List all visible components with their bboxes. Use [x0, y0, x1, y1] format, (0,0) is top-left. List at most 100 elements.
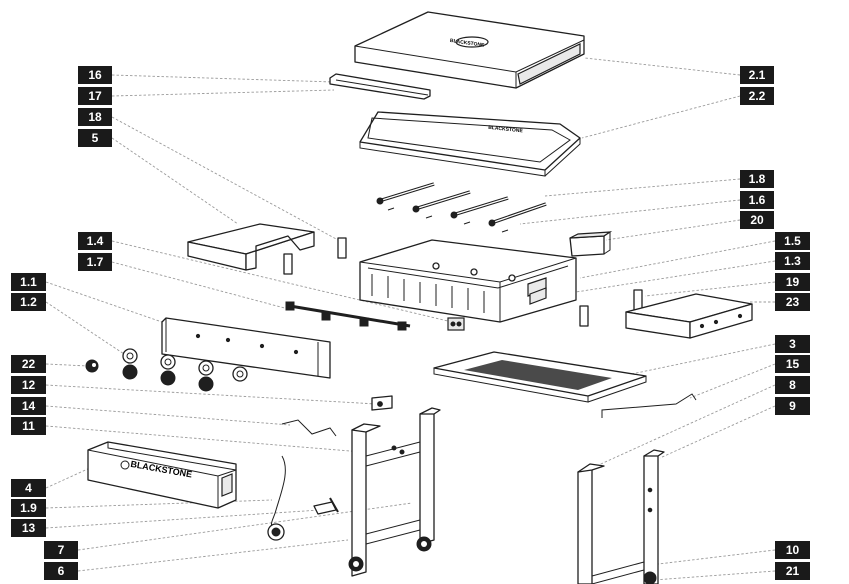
- callout-7: 7: [44, 541, 78, 559]
- callout-tags: 16 17 18 5 1.4 1.7 1.1 1.2 22 12 14 11 4…: [11, 66, 810, 580]
- svg-text:5: 5: [92, 131, 99, 145]
- svg-text:1.2: 1.2: [20, 295, 37, 309]
- leader-1-2: [45, 301, 125, 355]
- svg-text:21: 21: [786, 564, 800, 578]
- leader-2-2: [581, 95, 741, 139]
- svg-text:14: 14: [22, 399, 36, 413]
- leader-16: [111, 74, 335, 83]
- hose-holder: [281, 419, 337, 437]
- callout-1-4: 1.4: [78, 232, 112, 250]
- leader-1-1: [45, 281, 163, 323]
- leader-19: [644, 281, 776, 297]
- callout-10: 10: [775, 541, 810, 559]
- callout-1-8: 1.8: [740, 170, 774, 188]
- svg-text:4: 4: [25, 481, 32, 495]
- callout-17: 17: [78, 87, 112, 105]
- leader-21: [653, 570, 776, 581]
- callout-1-6: 1.6: [740, 191, 774, 209]
- bottom-shelf: BLACKSTONE: [87, 441, 237, 509]
- callout-16: 16: [78, 66, 112, 84]
- regulator-bracket: [371, 395, 393, 411]
- gas-hose-regulator: [267, 455, 339, 541]
- svg-text:18: 18: [88, 110, 102, 124]
- svg-text:7: 7: [58, 543, 65, 557]
- callout-1-2: 1.2: [11, 293, 46, 311]
- svg-text:2.1: 2.1: [749, 68, 766, 82]
- callout-2-2: 2.2: [740, 87, 774, 105]
- callout-4: 4: [11, 479, 46, 497]
- callout-19: 19: [775, 273, 810, 291]
- firebox: [359, 239, 577, 323]
- bottom-tray: [433, 351, 647, 403]
- svg-text:3: 3: [789, 337, 796, 351]
- svg-text:12: 12: [22, 378, 36, 392]
- callout-18: 18: [78, 108, 112, 126]
- svg-text:11: 11: [22, 419, 35, 433]
- leader-13: [45, 509, 321, 529]
- leader-14: [45, 405, 291, 426]
- svg-text:1.8: 1.8: [749, 172, 766, 186]
- callout-14: 14: [11, 397, 46, 415]
- right-leg-frame: [577, 449, 665, 584]
- svg-text:13: 13: [22, 521, 36, 535]
- svg-text:20: 20: [750, 213, 764, 227]
- leader-8: [591, 384, 776, 469]
- callout-9: 9: [775, 397, 810, 415]
- callout-21: 21: [775, 562, 810, 580]
- svg-text:10: 10: [786, 543, 800, 557]
- leader-3: [621, 343, 776, 377]
- leader-2-1: [584, 57, 741, 76]
- svg-text:22: 22: [22, 357, 36, 371]
- leader-1-6: [519, 199, 741, 225]
- callout-1-9: 1.9: [11, 499, 46, 517]
- ignitor: [447, 317, 465, 331]
- callout-1-7: 1.7: [78, 253, 112, 271]
- svg-text:17: 17: [88, 89, 102, 103]
- burner-tubes: [376, 182, 547, 233]
- svg-text:19: 19: [786, 275, 800, 289]
- callout-13: 13: [11, 519, 46, 537]
- leader-11: [45, 425, 363, 453]
- callout-20: 20: [740, 211, 774, 229]
- left-side-shelf: [187, 223, 315, 271]
- leader-1-9: [45, 499, 273, 509]
- svg-text:23: 23: [786, 295, 800, 309]
- callout-8: 8: [775, 376, 810, 394]
- gas-manifold: [285, 301, 411, 331]
- leader-22: [45, 363, 89, 367]
- callout-22: 22: [11, 355, 46, 373]
- svg-text:1.1: 1.1: [20, 275, 37, 289]
- wire-rod: [601, 393, 697, 418]
- callout-5: 5: [78, 129, 112, 147]
- callout-23: 23: [775, 293, 810, 311]
- leader-20: [605, 219, 741, 241]
- callout-15: 15: [775, 355, 810, 373]
- svg-text:1.6: 1.6: [749, 193, 766, 207]
- svg-text:2.2: 2.2: [749, 89, 766, 103]
- svg-text:15: 15: [786, 357, 800, 371]
- callout-2-1: 2.1: [740, 66, 774, 84]
- left-leg-frame: [348, 407, 441, 577]
- leader-18: [111, 116, 339, 241]
- callout-6: 6: [44, 562, 78, 580]
- svg-text:6: 6: [58, 564, 65, 578]
- callout-3: 3: [775, 335, 810, 353]
- leader-17: [111, 89, 335, 97]
- leader-6: [77, 539, 349, 572]
- leader-1-8: [544, 178, 741, 197]
- leader-10: [649, 549, 776, 566]
- svg-text:16: 16: [88, 68, 102, 82]
- callout-1-1: 1.1: [11, 273, 46, 291]
- svg-text:1.4: 1.4: [87, 234, 104, 248]
- leader-4: [45, 466, 93, 489]
- control-panel: [161, 317, 331, 379]
- leader-5: [111, 137, 239, 225]
- leader-1-5: [579, 240, 776, 279]
- callout-12: 12: [11, 376, 46, 394]
- svg-text:1.5: 1.5: [784, 234, 801, 248]
- leader-1-3: [575, 260, 776, 293]
- svg-text:1.7: 1.7: [87, 255, 104, 269]
- callout-1-5: 1.5: [775, 232, 810, 250]
- leader-1-7: [111, 261, 293, 311]
